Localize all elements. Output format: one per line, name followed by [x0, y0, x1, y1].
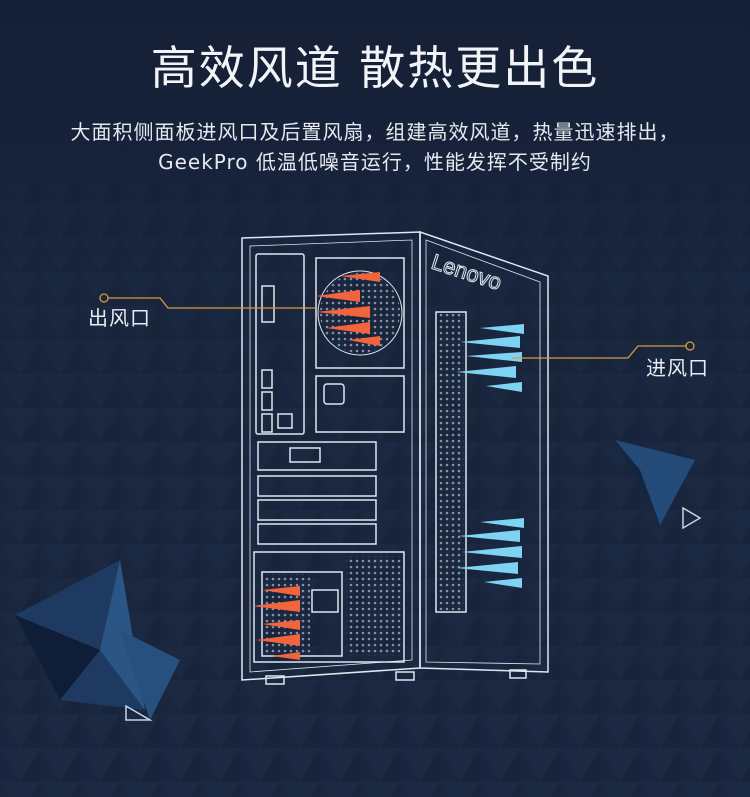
exhaust-arrows [252, 272, 380, 660]
decor-triangle-right [615, 440, 702, 530]
description-line-2: GeekPro 低温低噪音运行，性能发挥不受制约 [158, 150, 592, 174]
case-brand-logo: Lenovo [428, 249, 504, 295]
pc-case [241, 230, 549, 685]
outlet-label: 出风口 [88, 306, 151, 330]
callout-inlet-line [512, 341, 695, 359]
intake-arrows [456, 324, 524, 588]
inlet-label: 进风口 [646, 356, 709, 380]
headline: 高效风道 散热更出色 [150, 41, 600, 95]
description-line-1: 大面积侧面板进风口及后置风扇，组建高效风道，热量迅速排出， [70, 120, 680, 144]
callout-outlet-line [99, 293, 316, 309]
decor-triangle-left [15, 560, 180, 721]
